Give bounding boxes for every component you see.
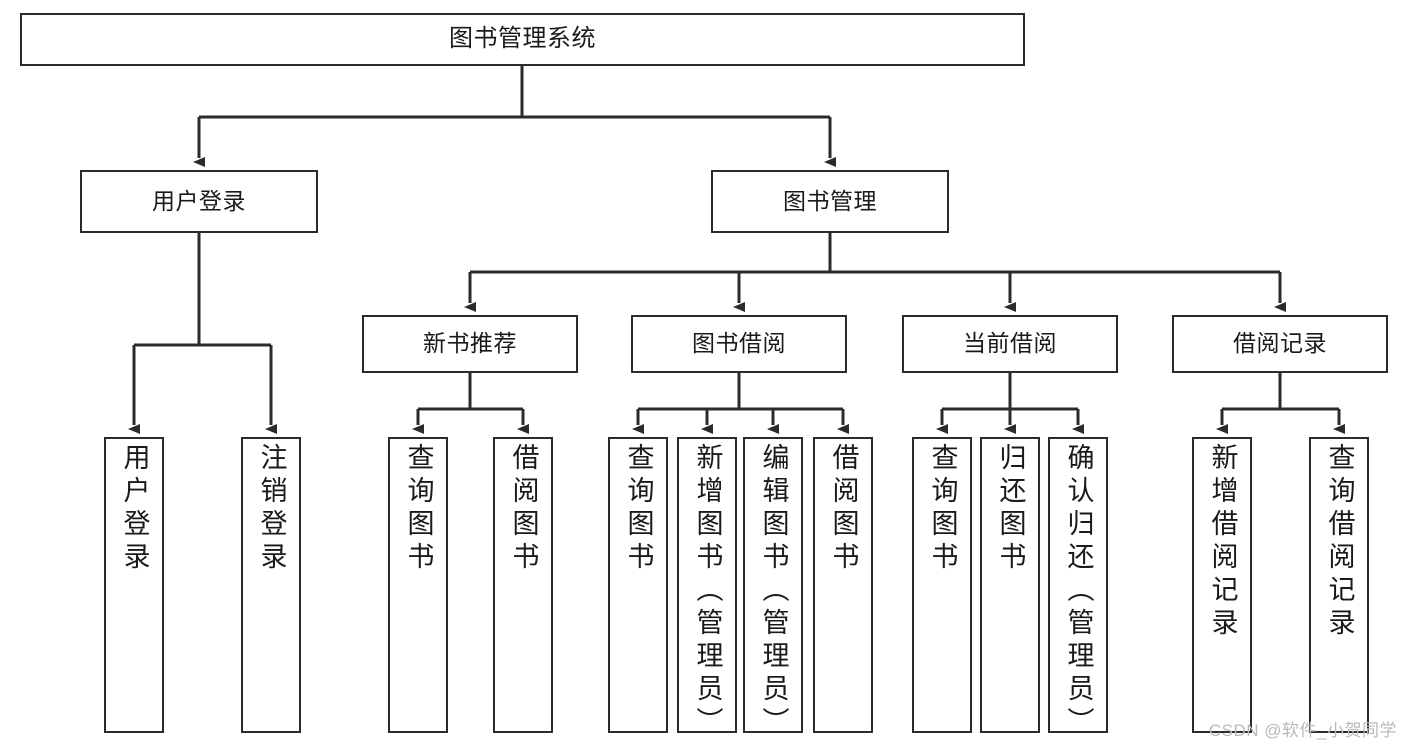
leaf-edit-book-admin[interactable]: 编辑图书（管理员） bbox=[743, 437, 803, 740]
node-label: 查询图书 bbox=[927, 443, 958, 575]
leaf-add-borrow-record[interactable]: 新增借阅记录 bbox=[1192, 437, 1252, 733]
node-label: 查询图书 bbox=[403, 443, 434, 575]
node-label: 归还图书 bbox=[995, 443, 1026, 575]
node-root-book-management-system[interactable]: 图书管理系统 bbox=[20, 13, 1025, 66]
node-label: 新增图书（管理员） bbox=[692, 443, 723, 740]
leaf-borrow-book-recommend[interactable]: 借阅图书 bbox=[493, 437, 553, 733]
node-label: 当前借阅 bbox=[963, 330, 1057, 357]
node-label: 借阅图书 bbox=[828, 443, 859, 575]
node-label: 编辑图书（管理员） bbox=[758, 443, 789, 740]
node-label: 用户登录 bbox=[119, 443, 150, 575]
leaf-query-book-borrow[interactable]: 查询图书 bbox=[608, 437, 668, 733]
leaf-logout-login[interactable]: 注销登录 bbox=[241, 437, 301, 733]
node-book-borrow[interactable]: 图书借阅 bbox=[631, 315, 847, 373]
node-borrow-record[interactable]: 借阅记录 bbox=[1172, 315, 1388, 373]
leaf-return-book[interactable]: 归还图书 bbox=[980, 437, 1040, 733]
node-label: 图书管理系统 bbox=[449, 25, 596, 53]
node-label: 新书推荐 bbox=[423, 330, 517, 357]
leaf-query-book-recommend[interactable]: 查询图书 bbox=[388, 437, 448, 733]
node-label: 借阅记录 bbox=[1233, 330, 1327, 357]
node-new-book-recommend[interactable]: 新书推荐 bbox=[362, 315, 578, 373]
leaf-query-borrow-record[interactable]: 查询借阅记录 bbox=[1309, 437, 1369, 733]
node-book-management[interactable]: 图书管理 bbox=[711, 170, 949, 233]
leaf-confirm-return-admin[interactable]: 确认归还（管理员） bbox=[1048, 437, 1108, 740]
node-label: 图书借阅 bbox=[692, 330, 786, 357]
node-label: 新增借阅记录 bbox=[1207, 443, 1238, 641]
leaf-borrow-book[interactable]: 借阅图书 bbox=[813, 437, 873, 733]
leaf-query-book-current[interactable]: 查询图书 bbox=[912, 437, 972, 733]
node-label: 注销登录 bbox=[256, 443, 287, 575]
node-label: 图书管理 bbox=[783, 187, 877, 214]
leaf-add-book-admin[interactable]: 新增图书（管理员） bbox=[677, 437, 737, 740]
node-label: 查询图书 bbox=[623, 443, 654, 575]
node-label: 用户登录 bbox=[152, 187, 246, 214]
node-current-borrow[interactable]: 当前借阅 bbox=[902, 315, 1118, 373]
node-label: 查询借阅记录 bbox=[1324, 443, 1355, 641]
node-user-login[interactable]: 用户登录 bbox=[80, 170, 318, 233]
leaf-user-login[interactable]: 用户登录 bbox=[104, 437, 164, 733]
csdn-watermark: CSDN @软件_小贺同学 bbox=[1208, 721, 1397, 740]
node-label: 确认归还（管理员） bbox=[1063, 443, 1094, 740]
node-label: 借阅图书 bbox=[508, 443, 539, 575]
